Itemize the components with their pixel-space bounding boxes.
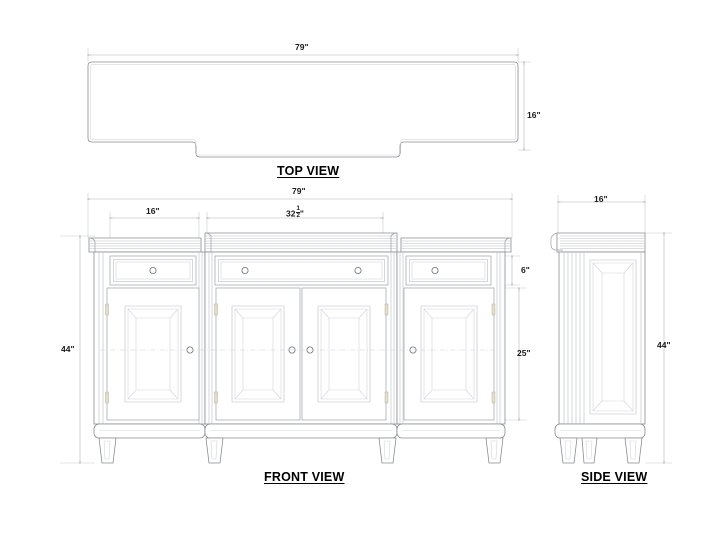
side-view-cabinet-case	[558, 251, 646, 425]
fraction-denominator: 2	[296, 211, 300, 219]
top-view-width-dimension	[87, 48, 519, 62]
side-view-height-label: 44"	[657, 340, 671, 350]
top-view-edge-profile	[90, 64, 516, 156]
front-view-door-right[interactable]	[403, 287, 496, 421]
front-view-overall-width-label: 79"	[292, 186, 306, 196]
side-view-depth-dimension	[557, 195, 646, 238]
side-view-legs	[559, 437, 643, 464]
fraction-numerator: 1	[296, 205, 300, 212]
front-view-drawer-right[interactable]	[405, 255, 492, 286]
side-view-title: SIDE VIEW	[581, 470, 648, 484]
top-view-countertop-outline	[87, 61, 519, 158]
front-view-door-center-right[interactable]	[301, 287, 389, 421]
front-view-left-section-width-label: 16"	[146, 206, 160, 216]
front-view-group	[60, 193, 527, 464]
front-view-legs	[98, 437, 504, 464]
side-view-group	[550, 195, 672, 464]
side-view-base-rail	[554, 423, 646, 439]
front-view-height-dimension	[60, 235, 95, 464]
side-view-crown-molding	[550, 232, 646, 253]
top-view-depth-label: 16"	[527, 110, 541, 120]
front-view-door-left[interactable]	[105, 287, 200, 421]
side-view-height-dimension	[645, 232, 672, 464]
front-view-door-height-label: 25"	[517, 348, 531, 358]
front-view-door-center-left[interactable]	[214, 287, 301, 421]
front-view-height-label: 44"	[61, 344, 75, 354]
top-view-depth-dimension	[518, 61, 531, 151]
side-view-depth-label: 16"	[594, 194, 608, 204]
knob	[149, 266, 157, 274]
front-view-overall-width-dimension	[87, 193, 513, 238]
front-view-crown-molding	[88, 232, 512, 253]
center-width-unit: "	[299, 208, 304, 219]
front-view-title: FRONT VIEW	[264, 470, 345, 484]
knob	[431, 266, 439, 274]
knob	[354, 266, 362, 274]
top-view-title: TOP VIEW	[277, 164, 340, 178]
top-view-width-label: 79"	[295, 42, 309, 52]
knob	[241, 266, 249, 274]
top-view-group	[87, 48, 531, 158]
center-width-whole: 32	[286, 208, 296, 219]
front-view-drawer-height-label: 6"	[521, 265, 530, 275]
front-view-base-rail	[93, 423, 506, 439]
front-view-drawer-left[interactable]	[109, 255, 197, 286]
front-view-drawer-center[interactable]	[214, 255, 389, 286]
